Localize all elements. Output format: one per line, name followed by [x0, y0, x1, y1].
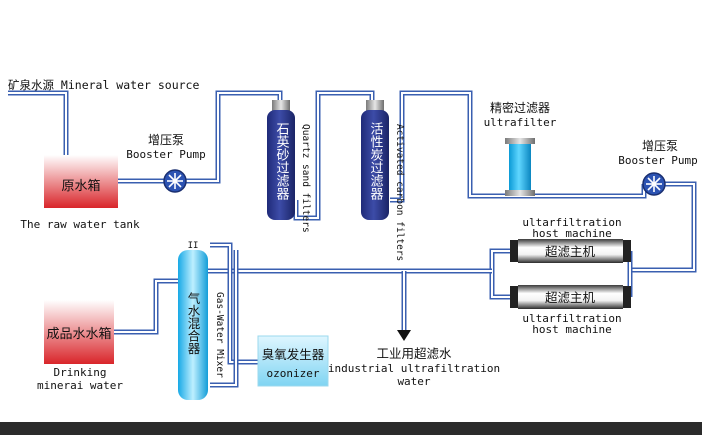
product-tank-caption-1: Drinking [54, 366, 107, 379]
gas-water-mixer: II 气水混合器 Gas-Water Mixer [178, 241, 225, 400]
ozonizer-label-cn: 臭氧发生器 [262, 347, 325, 362]
carbon-filter-body [361, 110, 389, 220]
raw-tank-body [44, 155, 118, 208]
host-2-caption-1: ultarfiltration [522, 312, 621, 325]
bottom-edge-strip [0, 422, 702, 435]
activated-carbon-filter: 活性炭过滤器 Activated carbon filters [361, 100, 405, 261]
raw-tank-label: 原水箱 [61, 178, 100, 194]
host-2-caption-2: host machine [532, 323, 611, 336]
quartz-filter-label-cn: 石英砂过滤器 [274, 122, 290, 201]
pump-1-label-cn: 增压泵 [148, 133, 184, 147]
ultrafiltration-host-1: ultarfiltration host machine 超滤主机 [510, 216, 631, 263]
pump-1-label-en: Booster Pump [126, 148, 205, 161]
ultrafilter-label-en: ultrafilter [484, 116, 557, 129]
industrial-water-output: 工业用超滤水 industrial ultrafiltration water [328, 346, 500, 388]
pipe-network [8, 90, 697, 388]
quartz-filter-body [267, 110, 295, 220]
host-2-left-cap [510, 286, 518, 308]
booster-pump-2: 增压泵 Booster Pump [618, 139, 698, 196]
quartz-sand-filter: 石英砂过滤器 Quartz sand filters [267, 100, 311, 233]
host-2-body [518, 285, 623, 309]
host-1-label: 超滤主机 [545, 244, 596, 259]
pump-1-impeller-icon [167, 173, 183, 189]
product-tank-caption-2: minerai water [37, 379, 123, 392]
ultrafilter-top-cap [505, 138, 535, 144]
industrial-outflow-arrow [397, 330, 411, 341]
industrial-label-en-2: water [397, 375, 430, 388]
pump-2-impeller-icon [646, 176, 662, 192]
carbon-filter-label-en: Activated carbon filters [394, 124, 405, 261]
product-tank-body [44, 300, 114, 364]
mixer-cap-mark: II [188, 241, 199, 251]
mixer-label-en: Gas-Water Mixer [214, 292, 225, 378]
source-label: 矿泉水源 Mineral water source [8, 78, 199, 92]
quartz-filter-cap [272, 100, 290, 112]
host-1-body [518, 239, 623, 263]
quartz-filter-label-en: Quartz sand filters [300, 124, 311, 233]
host-1-right-cap [623, 240, 631, 262]
product-tank-label: 成品水水箱 [46, 326, 111, 342]
ozonizer-label-en: ozonizer [267, 367, 320, 380]
host-2-label: 超滤主机 [545, 290, 596, 305]
ultrafiltration-host-2: 超滤主机 ultarfiltration host machine [510, 285, 631, 336]
ozonizer-body [257, 335, 329, 387]
ultrafilter-body [509, 144, 531, 190]
precision-ultrafilter: 精密过滤器 ultrafilter [484, 100, 557, 196]
industrial-label-cn: 工业用超滤水 [376, 346, 452, 361]
industrial-label-en-1: industrial ultrafiltration [328, 362, 500, 375]
product-water-tank: 成品水水箱 Drinking minerai water [37, 300, 123, 392]
pump-2-label-cn: 增压泵 [642, 139, 678, 153]
mixer-body [178, 250, 208, 400]
host-2-right-cap [623, 286, 631, 308]
ultrafilter-bottom-cap [505, 190, 535, 196]
pump-2-label-en: Booster Pump [618, 154, 697, 167]
ultrafilter-label-cn: 精密过滤器 [490, 100, 550, 115]
mixer-label-cn: 气水混合器 [186, 291, 201, 355]
ozonizer: 臭氧发生器 ozonizer [257, 335, 329, 387]
raw-tank-caption: The raw water tank [20, 218, 140, 231]
carbon-filter-label-cn: 活性炭过滤器 [368, 122, 384, 201]
host-1-caption-2: host machine [532, 227, 611, 240]
carbon-filter-cap [366, 100, 384, 112]
raw-water-tank: 原水箱 The raw water tank [20, 155, 140, 231]
host-1-left-cap [510, 240, 518, 262]
host-1-caption-1: ultarfiltration [522, 216, 621, 229]
booster-pump-1: 增压泵 Booster Pump [126, 133, 206, 193]
